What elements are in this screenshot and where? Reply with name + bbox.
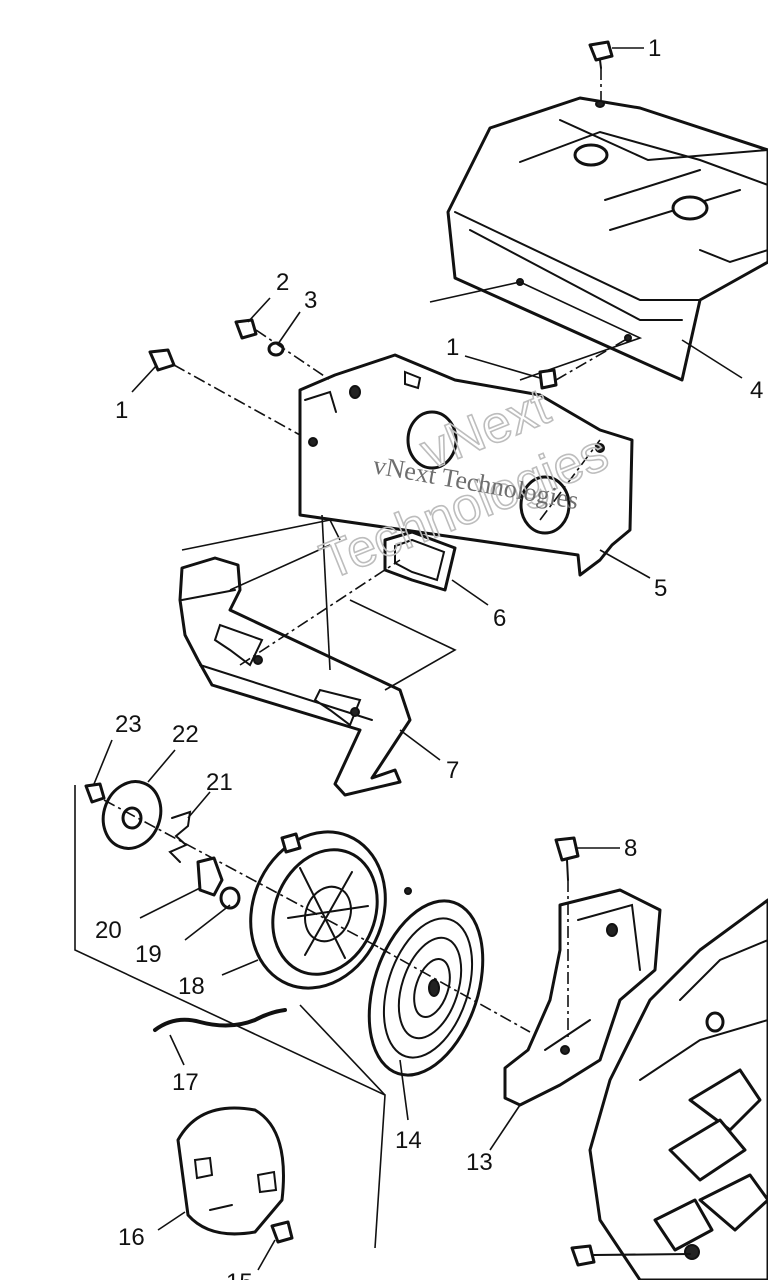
rope-pulley-part-18 xyxy=(249,830,387,990)
spring-part-19 xyxy=(219,886,241,910)
callout-labels: 1 1 1 2 3 4 5 6 7 8 13 14 15 16 17 18 19… xyxy=(95,35,763,1280)
callout-15: 15 xyxy=(226,1269,253,1280)
pawl-part-20 xyxy=(196,856,224,897)
callout-1-mid: 1 xyxy=(446,334,459,361)
engine-housing xyxy=(570,898,768,1280)
mounting-bracket-part-13 xyxy=(503,888,662,1107)
baffle-plate-part-5 xyxy=(298,353,634,577)
washer-part-3 xyxy=(267,341,285,357)
engine-shroud-part-4 xyxy=(446,96,768,382)
callout-5: 5 xyxy=(654,575,667,602)
capscrew-left-part-1 xyxy=(148,348,176,372)
callout-1-top: 1 xyxy=(648,35,661,62)
screw-part-15 xyxy=(270,1220,294,1244)
screw-part-8 xyxy=(554,836,580,881)
assembly-centerlines xyxy=(74,68,643,1249)
callout-3: 3 xyxy=(304,287,317,314)
callout-22: 22 xyxy=(172,721,199,748)
starter-cup-part-16 xyxy=(176,1106,285,1236)
callout-6: 6 xyxy=(493,605,506,632)
starter-rope-part-17 xyxy=(153,1008,287,1032)
callout-7: 7 xyxy=(446,757,459,784)
exhaust-bracket-part-7 xyxy=(178,556,412,797)
rewind-spring-part-14 xyxy=(367,887,485,1077)
callout-17: 17 xyxy=(172,1069,199,1096)
spring-clip-part-21 xyxy=(168,810,192,863)
callout-16: 16 xyxy=(118,1224,145,1251)
callout-13: 13 xyxy=(466,1149,493,1176)
callout-4: 4 xyxy=(750,377,763,404)
callout-1-left: 1 xyxy=(115,397,128,424)
callout-2: 2 xyxy=(276,269,289,296)
callout-19: 19 xyxy=(135,941,162,968)
callout-8: 8 xyxy=(624,835,637,862)
capscrew-top-part-1 xyxy=(588,40,614,69)
capscrew-mid-part-1 xyxy=(538,368,558,390)
callout-leaders xyxy=(93,47,743,1271)
callout-20: 20 xyxy=(95,917,122,944)
callout-18: 18 xyxy=(178,973,205,1000)
nut-part-23 xyxy=(84,782,106,804)
nut-part-2 xyxy=(234,318,258,340)
callout-23: 23 xyxy=(115,711,142,738)
callout-21: 21 xyxy=(206,769,233,796)
callout-14: 14 xyxy=(395,1127,422,1154)
